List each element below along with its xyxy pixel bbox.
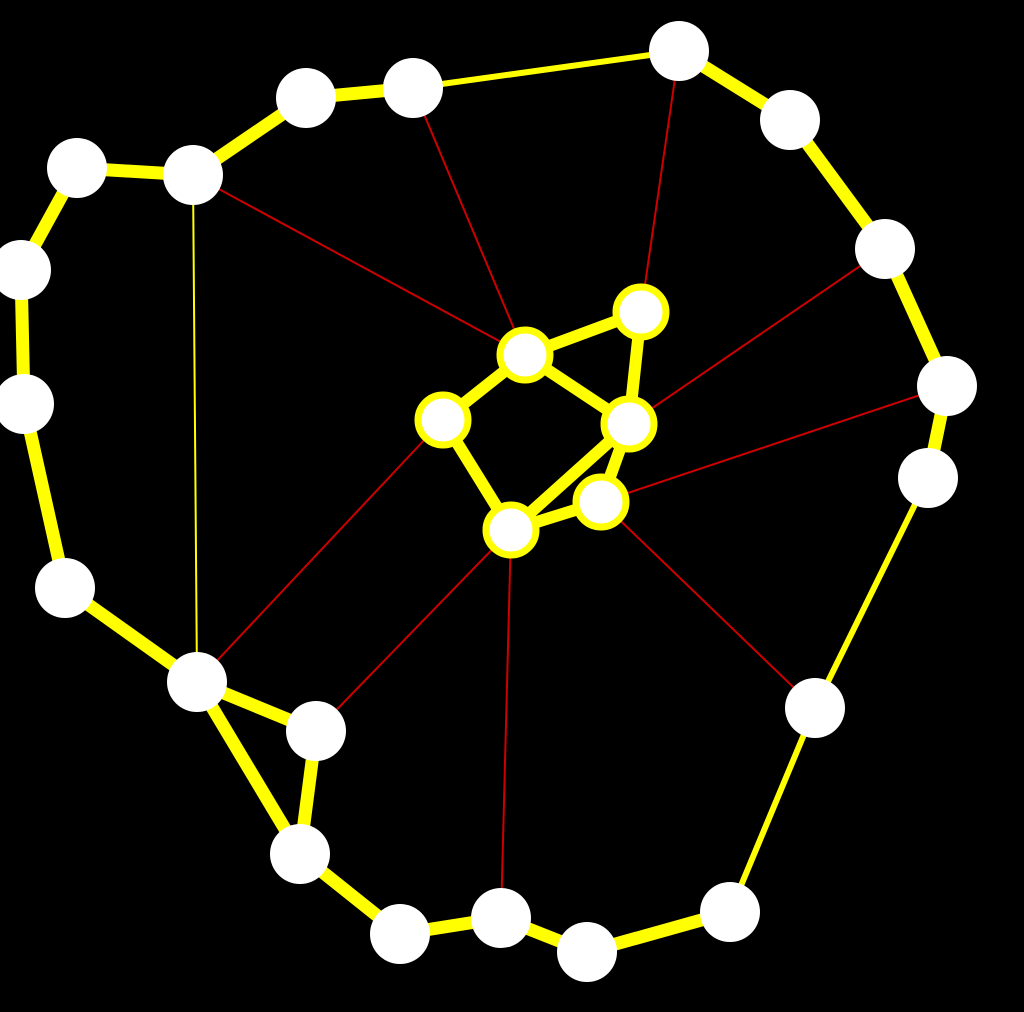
outer-node [0,240,51,300]
thin-edge-layer [192,48,931,915]
outer-node [35,558,95,618]
outer-node [47,138,107,198]
thick-edge [17,397,72,595]
link-edge [196,419,444,683]
outer-node [785,678,845,738]
inner-node [482,501,540,559]
outer-node [276,68,336,128]
outer-node [649,21,709,81]
link-edge [628,248,886,425]
outer-node [163,145,223,205]
thin-edge [812,475,931,711]
link-edge [600,501,816,709]
outer-node [700,882,760,942]
inner-node [600,395,658,453]
link-edge [600,385,948,503]
outer-node [270,824,330,884]
inner-node [612,283,670,341]
outer-node [855,219,915,279]
node-layer [0,21,977,982]
thick-edge [190,675,307,861]
link-edge [412,87,526,356]
link-edge-layer [192,50,948,919]
thin-edge [410,48,682,91]
outer-node [0,374,54,434]
inner-node [414,391,472,449]
outer-node [286,701,346,761]
thin-edge [192,174,198,683]
outer-node [471,888,531,948]
outer-node [383,58,443,118]
link-edge [192,174,526,356]
thin-edge [727,705,818,915]
outer-node [557,922,617,982]
link-edge [640,50,680,313]
outer-node [917,356,977,416]
outer-node [760,90,820,150]
inner-node [496,326,554,384]
outer-node [370,904,430,964]
link-edge [500,529,512,919]
inner-node [572,473,630,531]
outer-node [167,652,227,712]
outer-node [898,448,958,508]
link-edge [315,529,512,732]
